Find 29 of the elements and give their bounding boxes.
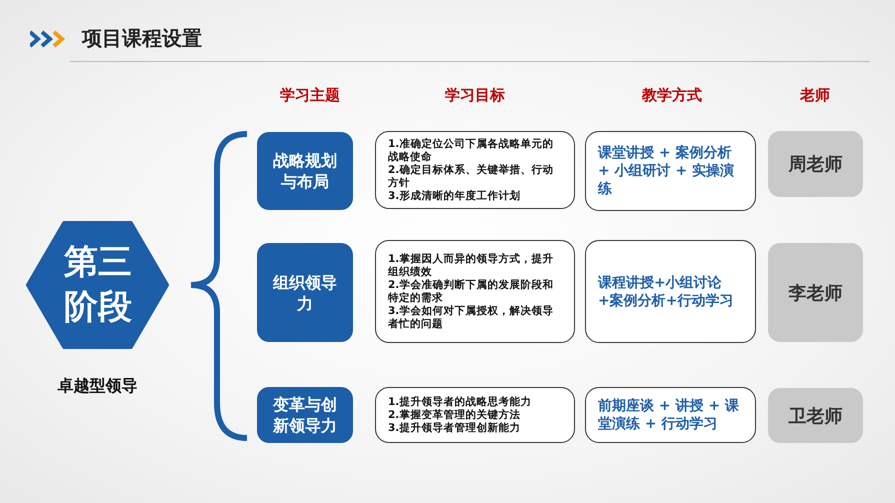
title: 项目课程设置 <box>82 25 202 52</box>
column-header: 学习目标 <box>444 86 506 105</box>
method-box: 课程讲授+小组讨论+案例分析+行动学习 <box>585 240 756 343</box>
teacher-box: 周老师 <box>768 131 863 197</box>
goal-box <box>375 131 575 209</box>
stage-caption: 卓越型领导 <box>56 376 138 397</box>
teacher-box: 李老师 <box>768 243 863 342</box>
goal-item: 1.准确定位公司下属各战略单元的战略使命 <box>388 138 554 164</box>
stage-hexagon <box>25 220 170 350</box>
method-box: 前期座谈 + 讲授 + 课堂演练 + 行动学习 <box>585 387 756 443</box>
method-box: 课堂讲授 + 案例分析 + 小组研讨 + 实操演练 <box>585 131 756 211</box>
goal-item: 3.形成清晰的年度工作计划 <box>388 190 522 202</box>
goal-item: 2.掌握变革管理的关键方法 <box>388 408 522 422</box>
teacher-box: 卫老师 <box>768 388 863 443</box>
topic-box: 战略规划与布局 <box>257 132 353 210</box>
goal-item: 2.学会准确判断下属的发展阶段和特定的需求 <box>388 278 554 304</box>
topic-box: 变革与创新领导力 <box>257 387 353 443</box>
goal-item: 3.学会如何对下属授权，解决领导者忙的问题 <box>388 304 554 330</box>
stage-title: 第三阶段 <box>63 241 133 329</box>
goal-item: 1.提升领导者的战略思考能力 <box>388 396 532 408</box>
goal-box <box>375 387 575 443</box>
column-header: 学习主题 <box>279 86 341 105</box>
column-header: 老师 <box>798 86 831 105</box>
topic-box: 组织领导力 <box>257 243 353 342</box>
goal-item: 1.掌握因人而异的领导方式，提升组织绩效 <box>388 252 554 278</box>
goal-box <box>375 240 575 343</box>
column-header: 教学方式 <box>640 86 703 105</box>
goal-item: 2.确定目标体系、关键举措、行动方针 <box>388 164 554 190</box>
goal-item: 3.提升领导者管理创新能力 <box>388 422 522 434</box>
